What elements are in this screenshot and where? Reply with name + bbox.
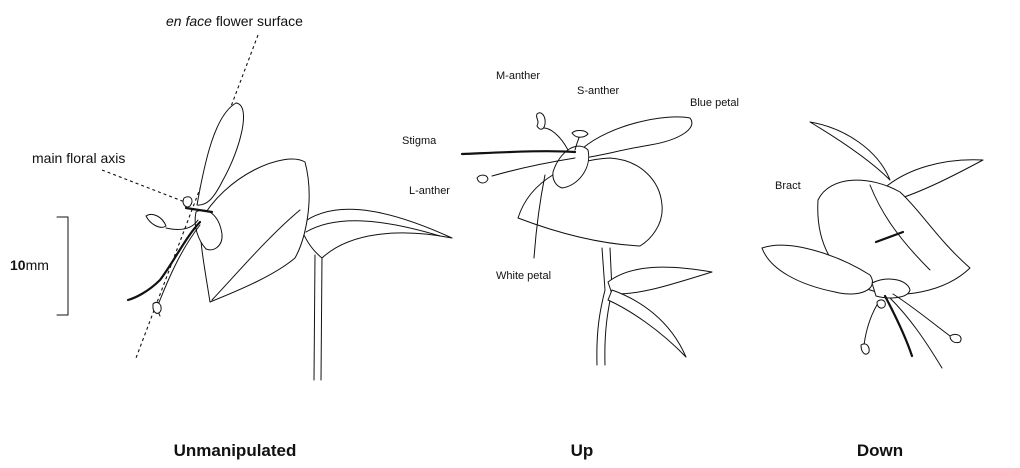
en-face-italic: en face [166,13,212,29]
caption-unmanipulated: Unmanipulated [174,441,297,460]
anther-top [183,197,192,207]
blue-petal [583,117,692,158]
main-floral-axis-line [102,170,190,204]
leaf [608,290,686,357]
anther-m [537,113,546,129]
blue-petal-label: Blue petal [690,97,739,109]
en-face-label: en face flower surface [166,13,303,29]
scale-value: 10 [10,257,26,273]
white-petal-label: White petal [496,270,551,282]
leaf [300,209,452,258]
stamens [462,151,575,154]
style [890,298,942,368]
l-anther-label: L-anther [409,185,450,197]
unmanipulated-flower [102,35,452,380]
filament [166,220,198,230]
main-floral-axis-label: main floral axis [32,150,125,166]
stamens [128,222,200,300]
anther [950,334,961,342]
scale-bar-label: 10mm [10,257,49,273]
anther-s [572,130,588,137]
en-face-rest: flower surface [212,13,303,29]
anther-l [477,175,488,183]
caption-down: Down [857,441,903,460]
m-anther-label: M-anther [496,70,540,82]
up-flower [462,113,712,365]
style [158,225,200,316]
anther-bottom [153,302,161,313]
filament [544,128,568,150]
stem [314,255,322,380]
caption-up: Up [571,441,594,460]
scale-unit: mm [26,257,49,273]
bract [518,158,662,246]
anther-left [146,214,166,227]
bract-label: Bract [775,180,801,192]
stamens [885,296,912,356]
stigma-label: Stigma [402,135,437,147]
s-anther-label: S-anther [577,85,620,97]
leaf [608,267,712,294]
anther [861,344,869,354]
scale-bar [57,217,68,315]
down-flower [762,122,983,368]
leaf [810,122,890,180]
filament [864,300,880,345]
anther [877,300,885,308]
stem [597,248,612,365]
